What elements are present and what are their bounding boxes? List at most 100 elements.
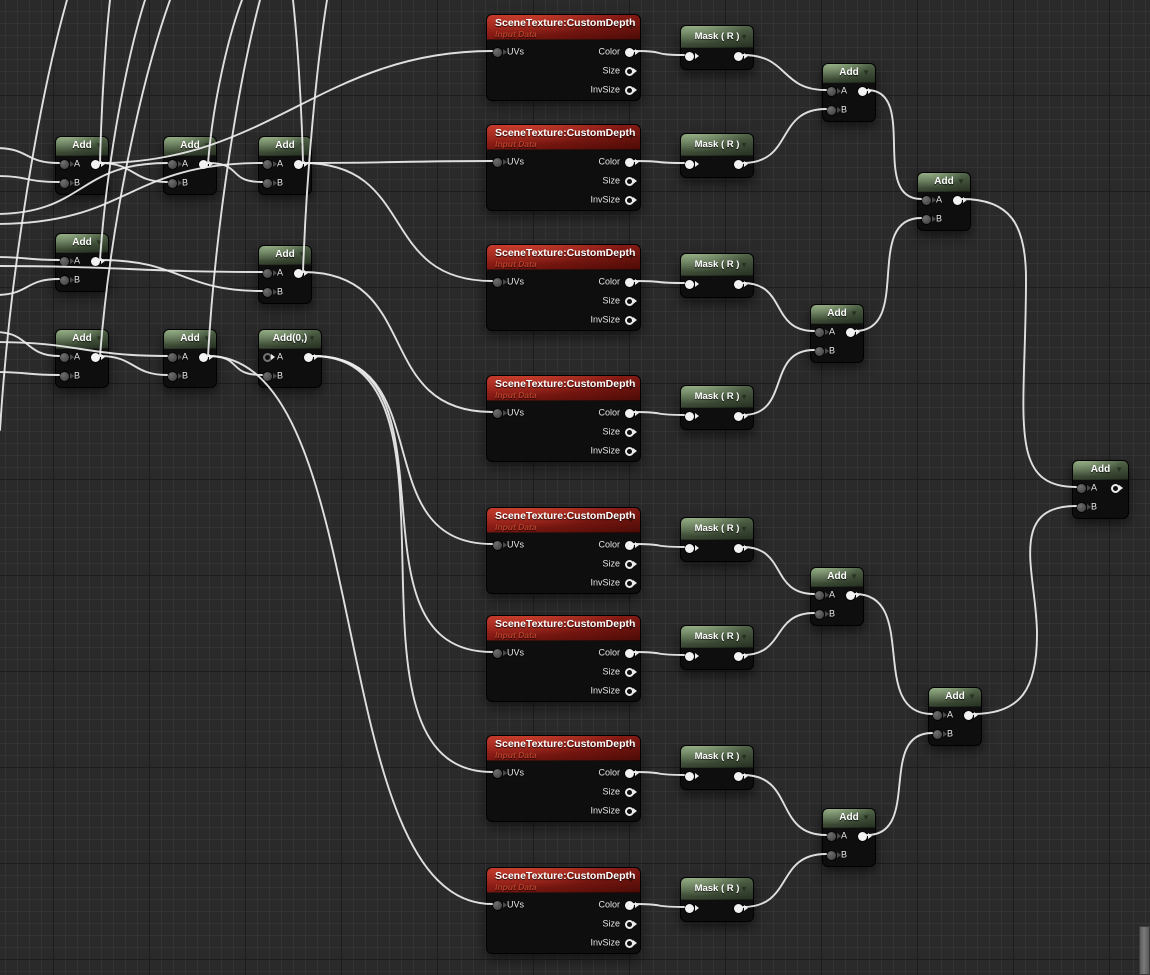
collapse-arrow-icon[interactable]: ▼ bbox=[627, 515, 635, 525]
collapse-arrow-icon[interactable]: ▼ bbox=[850, 572, 858, 581]
collapse-arrow-icon[interactable]: ▼ bbox=[308, 334, 316, 343]
node-header[interactable]: Mask ( R )▼ bbox=[681, 26, 753, 48]
collapse-arrow-icon[interactable]: ▼ bbox=[298, 250, 306, 259]
pin-size[interactable] bbox=[624, 787, 634, 797]
node-header[interactable]: Mask ( R )▼ bbox=[681, 626, 753, 648]
collapse-arrow-icon[interactable]: ▼ bbox=[740, 524, 748, 533]
pin-a[interactable] bbox=[59, 159, 69, 169]
collapse-arrow-icon[interactable]: ▼ bbox=[850, 309, 858, 318]
node-m6[interactable]: Mask ( R )▼ bbox=[680, 625, 754, 670]
collapse-arrow-icon[interactable]: ▼ bbox=[627, 22, 635, 32]
node-header[interactable]: Add▼ bbox=[164, 137, 216, 156]
collapse-arrow-icon[interactable]: ▼ bbox=[627, 132, 635, 142]
pin-out[interactable] bbox=[90, 352, 100, 362]
collapse-arrow-icon[interactable]: ▼ bbox=[627, 875, 635, 885]
node-header[interactable]: Add▼ bbox=[929, 688, 981, 707]
collapse-arrow-icon[interactable]: ▼ bbox=[95, 141, 103, 150]
pin-out[interactable] bbox=[293, 159, 303, 169]
node-header[interactable]: Add▼ bbox=[259, 137, 311, 156]
pin-invsize[interactable] bbox=[624, 195, 634, 205]
pin-invsize[interactable] bbox=[624, 806, 634, 816]
node-header[interactable]: Add▼ bbox=[164, 330, 216, 349]
pin-invsize[interactable] bbox=[624, 686, 634, 696]
pin-uvs[interactable] bbox=[492, 157, 502, 167]
pin-color[interactable] bbox=[624, 540, 634, 550]
pin-uvs[interactable] bbox=[492, 648, 502, 658]
pin-a[interactable] bbox=[1076, 483, 1086, 493]
node-m8[interactable]: Mask ( R )▼ bbox=[680, 877, 754, 922]
pin-a[interactable] bbox=[826, 831, 836, 841]
collapse-arrow-icon[interactable]: ▼ bbox=[740, 260, 748, 269]
pin-uvs[interactable] bbox=[492, 768, 502, 778]
collapse-arrow-icon[interactable]: ▼ bbox=[740, 752, 748, 761]
pin-size[interactable] bbox=[624, 176, 634, 186]
pin-a[interactable] bbox=[814, 590, 824, 600]
node-header[interactable]: Add▼ bbox=[811, 568, 863, 587]
pin-out[interactable] bbox=[733, 543, 743, 553]
pin-b[interactable] bbox=[921, 214, 931, 224]
pin-out[interactable] bbox=[733, 771, 743, 781]
pin-out[interactable] bbox=[90, 256, 100, 266]
pin-b[interactable] bbox=[262, 371, 272, 381]
pin-invsize[interactable] bbox=[624, 938, 634, 948]
pin-out[interactable] bbox=[733, 903, 743, 913]
collapse-arrow-icon[interactable]: ▼ bbox=[1115, 465, 1123, 474]
node-header[interactable]: Add▼ bbox=[918, 173, 970, 192]
collapse-arrow-icon[interactable]: ▼ bbox=[95, 238, 103, 247]
node-m1[interactable]: Mask ( R )▼ bbox=[680, 25, 754, 70]
pin-b[interactable] bbox=[167, 178, 177, 188]
pin-size[interactable] bbox=[624, 667, 634, 677]
collapse-arrow-icon[interactable]: ▼ bbox=[968, 692, 976, 701]
pin-b[interactable] bbox=[814, 609, 824, 619]
pin-b[interactable] bbox=[1076, 502, 1086, 512]
node-header[interactable]: Add▼ bbox=[56, 234, 108, 253]
node-header[interactable]: Mask ( R )▼ bbox=[681, 518, 753, 540]
pin-in[interactable] bbox=[684, 543, 694, 553]
node-header[interactable]: Mask ( R )▼ bbox=[681, 134, 753, 156]
pin-in[interactable] bbox=[684, 903, 694, 913]
collapse-arrow-icon[interactable]: ▼ bbox=[298, 141, 306, 150]
collapse-arrow-icon[interactable]: ▼ bbox=[740, 392, 748, 401]
pin-a[interactable] bbox=[262, 159, 272, 169]
pin-b[interactable] bbox=[59, 275, 69, 285]
collapse-arrow-icon[interactable]: ▼ bbox=[627, 252, 635, 262]
pin-a[interactable] bbox=[262, 268, 272, 278]
pin-b[interactable] bbox=[262, 178, 272, 188]
pin-size[interactable] bbox=[624, 919, 634, 929]
pin-uvs[interactable] bbox=[492, 408, 502, 418]
collapse-arrow-icon[interactable]: ▼ bbox=[203, 334, 211, 343]
pin-b[interactable] bbox=[59, 178, 69, 188]
pin-color[interactable] bbox=[624, 900, 634, 910]
collapse-arrow-icon[interactable]: ▼ bbox=[740, 884, 748, 893]
pin-in[interactable] bbox=[684, 411, 694, 421]
pin-size[interactable] bbox=[624, 296, 634, 306]
node-header[interactable]: Add(0,)▼ bbox=[259, 330, 321, 349]
pin-color[interactable] bbox=[624, 768, 634, 778]
pin-a[interactable] bbox=[932, 710, 942, 720]
pin-invsize[interactable] bbox=[624, 315, 634, 325]
pin-out[interactable] bbox=[845, 327, 855, 337]
pin-a[interactable] bbox=[814, 327, 824, 337]
pin-a[interactable] bbox=[59, 256, 69, 266]
pin-b[interactable] bbox=[932, 729, 942, 739]
collapse-arrow-icon[interactable]: ▼ bbox=[627, 623, 635, 633]
pin-b[interactable] bbox=[59, 371, 69, 381]
pin-in[interactable] bbox=[684, 279, 694, 289]
